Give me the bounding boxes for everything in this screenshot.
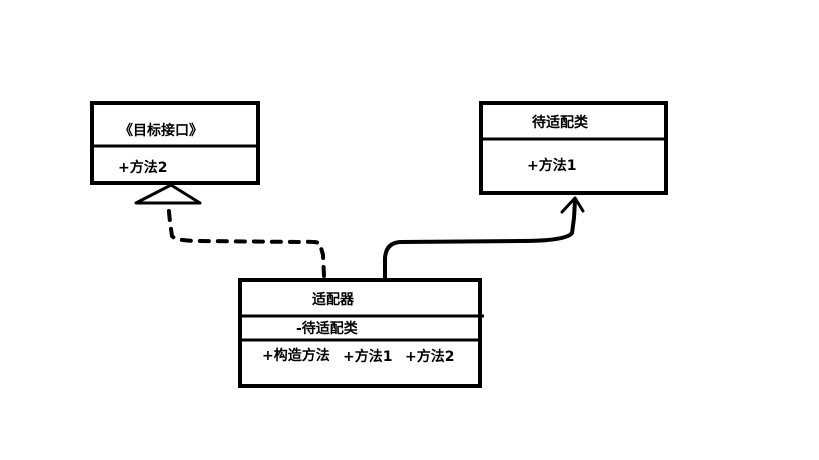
adaptee-border — [479, 101, 668, 195]
target-interface-class — [90, 101, 260, 185]
realization-dashed-line — [166, 200, 326, 278]
association-solid-line — [383, 198, 577, 280]
adapter-class — [238, 278, 484, 388]
adapter-method-2: +方法2 — [405, 349, 455, 365]
adaptee-class — [479, 101, 668, 195]
target-interface-border — [90, 101, 260, 185]
adapter-method-1: +方法1 — [343, 349, 393, 365]
adapter-name: 适配器 — [312, 292, 354, 308]
realization-triangle-arrowhead — [134, 183, 202, 205]
target-interface-method: +方法2 — [118, 160, 168, 176]
adapter-border — [238, 278, 482, 388]
target-interface-name: 《目标接口》 — [119, 123, 203, 139]
adaptee-method: +方法1 — [527, 158, 577, 174]
adaptee-name: 待适配类 — [532, 115, 588, 131]
association-open-arrowhead — [560, 196, 585, 214]
adapter-method-constructor: +构造方法 — [262, 348, 330, 364]
adapter-attribute: -待适配类 — [296, 321, 358, 337]
